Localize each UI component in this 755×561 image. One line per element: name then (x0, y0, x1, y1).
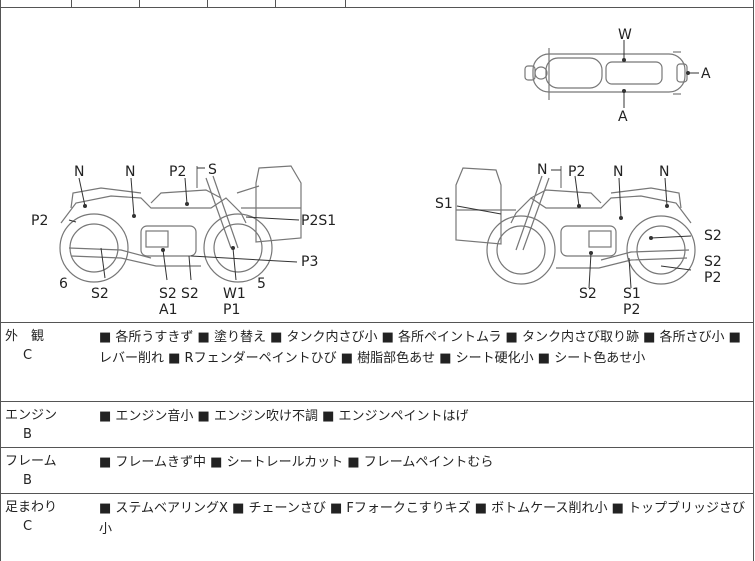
label-left-n1: N (74, 164, 84, 180)
label-left-p2s1: P2S1 (301, 213, 336, 229)
category-cell: フレーム B (5, 452, 85, 490)
category-name: 外 観 (5, 329, 45, 344)
label-left-p3: P3 (301, 254, 318, 270)
category-cell: 足まわり C (5, 498, 85, 536)
label-top-w: W (618, 27, 632, 43)
label-left-w1: W1 (223, 286, 246, 302)
label-right-n1: N (537, 162, 547, 178)
label-right-s1-bottom: S1 (623, 286, 641, 302)
category-grade: C (23, 348, 33, 363)
right-side-bike (455, 166, 696, 285)
right-leader-lines (456, 169, 692, 289)
label-left-p2-top: P2 (169, 164, 186, 180)
label-left-s2-c: S2 (181, 286, 199, 302)
left-leader-lines (68, 167, 300, 281)
label-left-p1: P1 (223, 302, 240, 318)
label-right-s1: S1 (435, 196, 453, 212)
left-side-bike (59, 165, 302, 283)
section-suspension: 足まわり C ■ ステムベアリングX ■ チェーンさび ■ Fフォークこすりキズ… (0, 493, 754, 561)
category-name: フレーム (5, 454, 57, 469)
label-right-n2: N (613, 164, 623, 180)
category-cell: エンジン B (5, 406, 85, 444)
label-left-a1: A1 (159, 302, 177, 318)
table-header-strip (0, 0, 754, 8)
label-left-6: 6 (59, 276, 68, 292)
condition-items: ■ ステムベアリングX ■ チェーンさび ■ Fフォークこすりキズ ■ ボトムケ… (99, 501, 746, 537)
label-top-a-right: A (701, 66, 711, 82)
section-frame: フレーム B ■ フレームきず中 ■ シートレールカット ■ フレームペイントむ… (0, 447, 754, 493)
category-grade: B (23, 427, 32, 442)
label-left-p2-side: P2 (31, 213, 48, 229)
motorcycle-diagram: W A A (31, 27, 722, 318)
label-left-s: S (208, 162, 217, 178)
label-left-5: 5 (257, 276, 266, 292)
condition-items: ■ フレームきず中 ■ シートレールカット ■ フレームペイントむら (99, 455, 494, 470)
label-right-p2-bottom: P2 (623, 302, 640, 318)
section-exterior: 外 観 C ■ 各所うすきず ■ 塗り替え ■ タンク内さび小 ■ 各所ペイント… (0, 322, 754, 401)
label-right-s2-b: S2 (704, 254, 722, 270)
label-left-s2-b: S2 (159, 286, 177, 302)
label-right-n3: N (659, 164, 669, 180)
condition-items: ■ エンジン音小 ■ エンジン吹け不調 ■ エンジンペイントはげ (99, 409, 469, 424)
label-right-p2-side: P2 (704, 270, 721, 286)
label-right-s2-c: S2 (579, 286, 597, 302)
section-engine: エンジン B ■ エンジン音小 ■ エンジン吹け不調 ■ エンジンペイントはげ (0, 401, 754, 447)
label-right-p2-top: P2 (568, 164, 585, 180)
label-left-s2-a: S2 (91, 286, 109, 302)
top-view-bike (524, 40, 699, 108)
category-grade: B (23, 473, 32, 488)
category-grade: C (23, 519, 33, 534)
condition-items: ■ 各所うすきず ■ 塗り替え ■ タンク内さび小 ■ 各所ペイントムラ ■ タ… (99, 330, 741, 366)
label-left-n2: N (125, 164, 135, 180)
damage-diagram: W A A (0, 8, 754, 322)
label-right-s2-a: S2 (704, 228, 722, 244)
category-cell: 外 観 C (5, 327, 85, 365)
category-name: 足まわり (5, 500, 58, 515)
condition-table: 外 観 C ■ 各所うすきず ■ 塗り替え ■ タンク内さび小 ■ 各所ペイント… (0, 322, 754, 561)
label-top-a-bottom: A (618, 109, 628, 125)
category-name: エンジン (5, 408, 58, 423)
